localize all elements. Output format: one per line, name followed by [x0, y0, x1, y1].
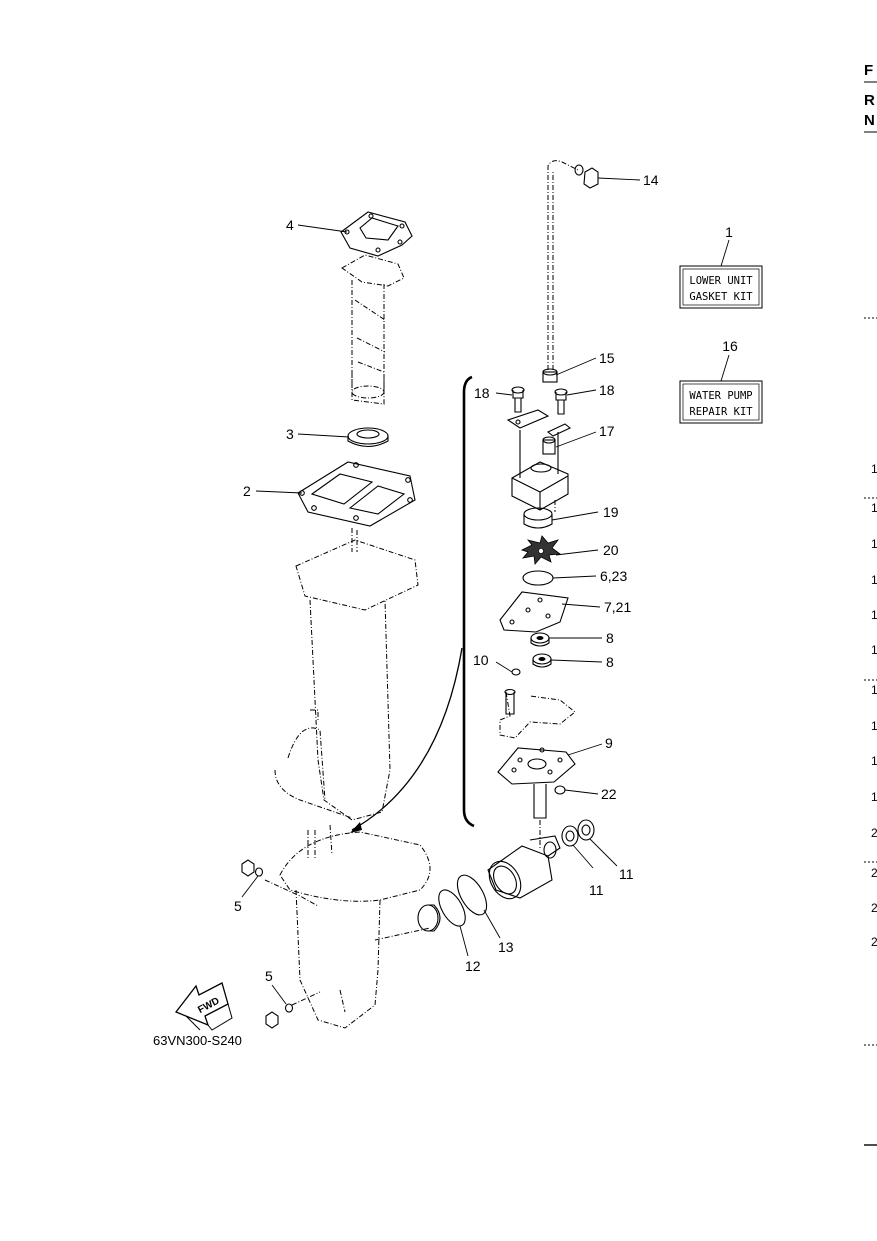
callout-number: 22 [601, 786, 617, 802]
callout-number: 11 [589, 882, 604, 898]
edge-number: 1 [871, 537, 877, 551]
plug-22 [554, 785, 566, 795]
impeller-20 [520, 535, 562, 565]
callout-number: 16 [722, 338, 738, 354]
callout-number: 11 [619, 866, 634, 882]
lower-casing [264, 824, 431, 1029]
callout-number: 7,21 [604, 599, 631, 615]
edge-number: 1 [871, 719, 877, 733]
seal-part-3 [347, 427, 389, 448]
leader-lines [241, 177, 641, 1005]
pump-parts-bracket [462, 375, 475, 828]
callout-number: 5 [265, 968, 273, 984]
kit-line: WATER PUMP [689, 390, 752, 402]
pump-liner-19 [523, 507, 553, 529]
oil-seal-11a [561, 825, 579, 847]
pump-housing [511, 430, 569, 512]
callout-numbers: 4 3 2 14 15 18 18 17 19 20 6,23 7,21 8 8… [234, 172, 659, 984]
callout-number: 20 [603, 542, 619, 558]
insert-cartridge-17 [542, 436, 556, 455]
oring-13 [456, 874, 488, 916]
callout-number: 17 [599, 423, 615, 439]
callout-number: 14 [643, 172, 659, 188]
drive-shaft-tube [533, 784, 547, 848]
diagram-code: 63VN300-S240 [153, 1033, 242, 1048]
kit-box-lower-unit-gasket: LOWER UNIT GASKET KIT 1 [679, 224, 763, 309]
right-edge-text: F R N 1 1 1 1 1 1 1 1 1 1 2 2 2 2 [864, 62, 877, 1146]
edge-number: 1 [871, 790, 877, 804]
edge-letter: R [864, 92, 875, 109]
kit-line: GASKET KIT [689, 291, 753, 303]
kit-box-water-pump-repair: WATER PUMP REPAIR KIT 16 [679, 338, 763, 424]
callout-number: 6,23 [600, 568, 627, 584]
edge-number: 1 [871, 608, 877, 622]
propeller-shaft-seal [417, 904, 441, 932]
bearing-housing-insert [543, 841, 557, 859]
callout-number: 15 [599, 350, 615, 366]
edge-number: 1 [871, 573, 877, 587]
callout-number: 10 [473, 652, 489, 668]
upper-casing [274, 528, 419, 821]
edge-number: 1 [871, 462, 877, 476]
edge-letter: F [864, 62, 873, 79]
drain-screw-upper [241, 859, 264, 877]
callout-number: 12 [465, 958, 481, 974]
bearing-8-top [530, 632, 550, 647]
edge-number: 2 [871, 935, 877, 949]
callout-number: 2 [243, 483, 251, 499]
gasket-part-2 [297, 461, 416, 527]
edge-number: 2 [871, 826, 877, 840]
water-tube [547, 160, 599, 370]
edge-number: 2 [871, 901, 877, 915]
edge-number: 1 [871, 754, 877, 768]
gasket-6-23 [522, 570, 554, 586]
callout-number: 8 [606, 654, 614, 670]
callout-number: 18 [599, 382, 615, 398]
callout-number: 8 [606, 630, 614, 646]
callout-number: 18 [474, 385, 490, 401]
oring-10 [511, 668, 521, 676]
edge-number: 1 [871, 683, 877, 697]
fwd-direction-arrow: FWD [174, 982, 233, 1031]
edge-letter: N [864, 112, 875, 129]
propeller-shaft-housing [487, 835, 561, 900]
exhaust-guide-pipe [341, 254, 405, 405]
edge-number: 2 [871, 866, 877, 880]
callout-number: 13 [498, 939, 514, 955]
gasket-9 [497, 747, 576, 785]
bolt-18-left [511, 386, 525, 413]
oring-12 [438, 889, 466, 927]
edge-number: 1 [871, 643, 877, 657]
callout-number: 4 [286, 217, 294, 233]
bearing-8-bottom [532, 653, 552, 668]
lower-pump-housing [499, 688, 576, 739]
callout-number: 19 [603, 504, 619, 520]
kit-line: LOWER UNIT [689, 275, 753, 287]
pump-grommet-15 [542, 368, 558, 383]
assembly-arrow [351, 647, 463, 831]
oil-seal-11b [577, 819, 595, 841]
callout-number: 1 [725, 224, 733, 240]
pump-plate [506, 409, 572, 437]
kit-line: REPAIR KIT [689, 406, 753, 418]
exhaust-guide-gasket [340, 211, 413, 257]
drain-screw-lower [265, 1003, 294, 1029]
callout-number: 5 [234, 898, 242, 914]
edge-number: 1 [871, 501, 877, 515]
outer-plate-7-21 [499, 591, 569, 633]
bolt-18-right [554, 388, 568, 415]
callout-number: 3 [286, 426, 294, 442]
callout-number: 9 [605, 735, 613, 751]
